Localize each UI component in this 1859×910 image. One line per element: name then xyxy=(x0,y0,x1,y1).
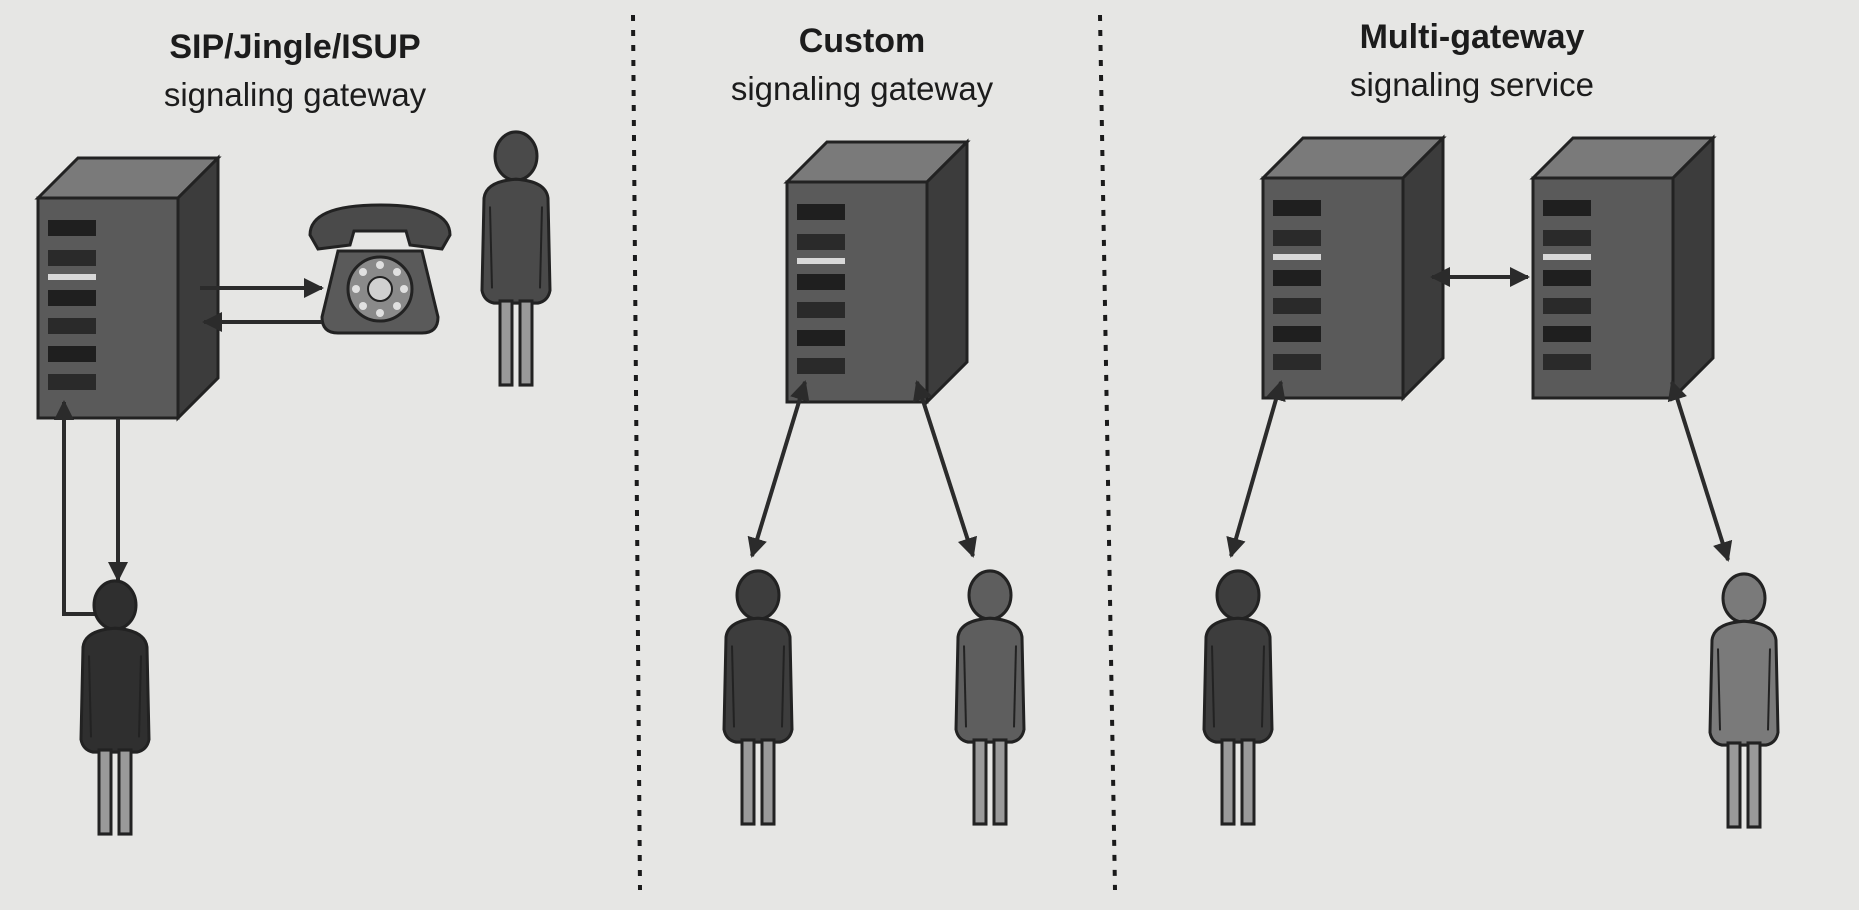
server-icon xyxy=(1261,136,1445,400)
panel-custom: Custom signaling gateway xyxy=(722,22,1026,826)
panel-divider xyxy=(631,14,642,891)
server-icon xyxy=(785,140,969,404)
panel-divider xyxy=(1098,14,1117,891)
person-icon xyxy=(954,569,1026,826)
panel-multi-gateway: Multi-gateway signaling service xyxy=(1202,18,1780,829)
arrow-person-to-server xyxy=(54,400,100,616)
person-icon xyxy=(1708,572,1780,829)
bidirectional-arrow-icon xyxy=(912,380,978,558)
bidirectional-arrow-icon xyxy=(747,380,810,558)
panel-subtitle: signaling gateway xyxy=(164,76,427,113)
telephone-icon xyxy=(308,203,452,335)
person-icon xyxy=(79,579,151,836)
bidirectional-arrow-icon xyxy=(1226,380,1286,558)
bidirectional-arrow-icon xyxy=(1667,380,1733,562)
panel-subtitle: signaling service xyxy=(1350,66,1594,103)
panel-title: Custom xyxy=(799,22,926,60)
server-icon xyxy=(36,156,220,420)
panel-sip-jingle-isup: SIP/Jingle/ISUP signaling gateway xyxy=(36,28,552,836)
person-icon xyxy=(1202,569,1274,826)
panel-title: SIP/Jingle/ISUP xyxy=(169,28,420,66)
server-icon xyxy=(1531,136,1715,400)
person-icon xyxy=(722,569,794,826)
panel-subtitle: signaling gateway xyxy=(731,70,994,107)
panel-title: Multi-gateway xyxy=(1360,18,1585,56)
person-icon xyxy=(480,130,552,387)
